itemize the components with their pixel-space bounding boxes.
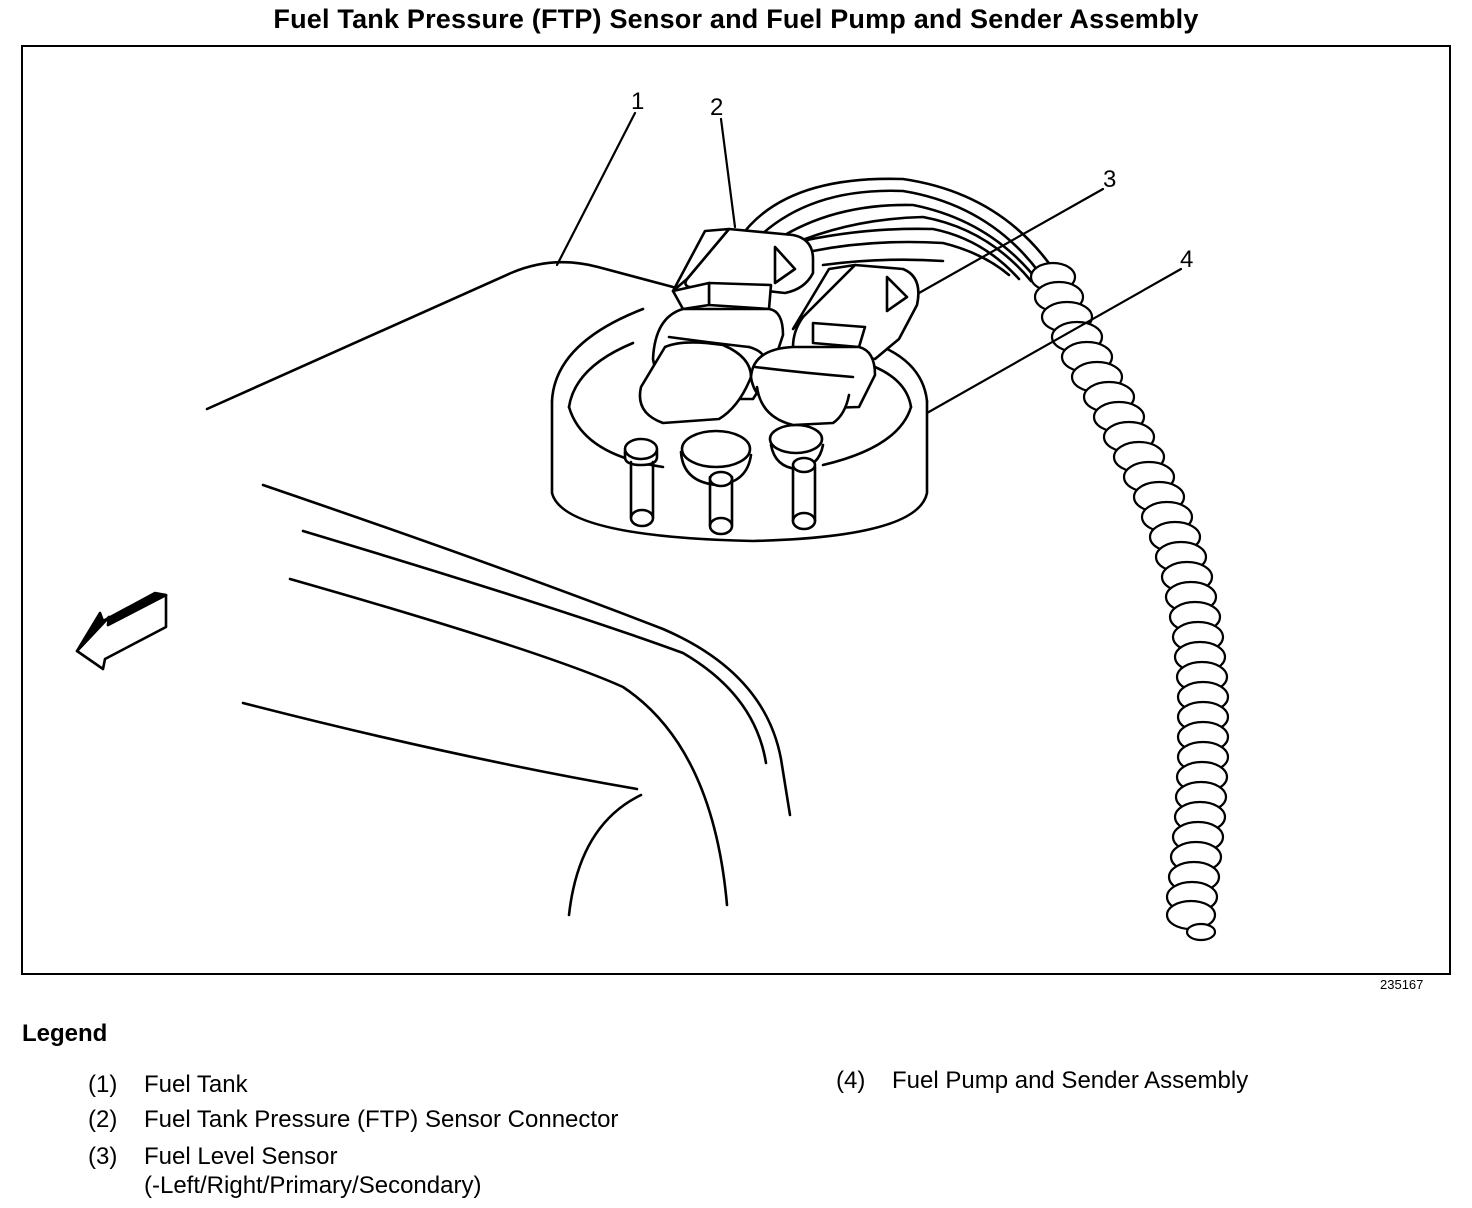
- page-title: Fuel Tank Pressure (FTP) Sensor and Fuel…: [273, 4, 1199, 34]
- fuel-level-sensor-connector: [749, 263, 920, 427]
- callout-leaders: [555, 111, 1183, 415]
- legend-label: Fuel Tank Pressure (FTP) Sensor Connecto…: [144, 1106, 619, 1133]
- flange-pipes: [623, 423, 825, 536]
- legend-item-2: (2) Fuel Tank Pressure (FTP) Sensor Conne…: [88, 1105, 618, 1135]
- diagram-illustration: 1 2 3 4: [75, 88, 1230, 942]
- legend-item-3: (3) Fuel Level Sensor: [88, 1142, 337, 1172]
- fuel-tank-outline: [205, 260, 792, 917]
- wire-bundle: [737, 177, 1069, 295]
- legend-heading: Legend: [22, 1020, 108, 1047]
- callout-4: 4: [1180, 246, 1193, 273]
- legend-label: Fuel Tank: [144, 1071, 248, 1098]
- legend-label: Fuel Pump and Sender Assembly: [892, 1067, 1249, 1094]
- legend-item-4: (4) Fuel Pump and Sender Assembly: [836, 1066, 1248, 1096]
- legend-item-3-subtext: (-Left/Right/Primary/Secondary): [144, 1172, 482, 1199]
- callout-1: 1: [631, 88, 644, 115]
- callout-3: 3: [1103, 166, 1116, 193]
- legend-number: (1): [88, 1071, 118, 1098]
- legend-number: (2): [88, 1106, 118, 1133]
- corrugated-conduit: [1029, 261, 1230, 942]
- pump-sender-flange: [550, 307, 929, 543]
- legend-item-1: (1) Fuel Tank: [88, 1070, 248, 1100]
- direction-arrow-icon: [75, 591, 168, 671]
- legend-number: (4): [836, 1067, 866, 1094]
- legend-label: Fuel Level Sensor: [144, 1143, 338, 1170]
- figure-id: 235167: [1380, 977, 1424, 992]
- legend-number: (3): [88, 1143, 118, 1170]
- diagram-frame: 1 2 3 4: [21, 45, 1451, 975]
- callout-2: 2: [710, 94, 723, 121]
